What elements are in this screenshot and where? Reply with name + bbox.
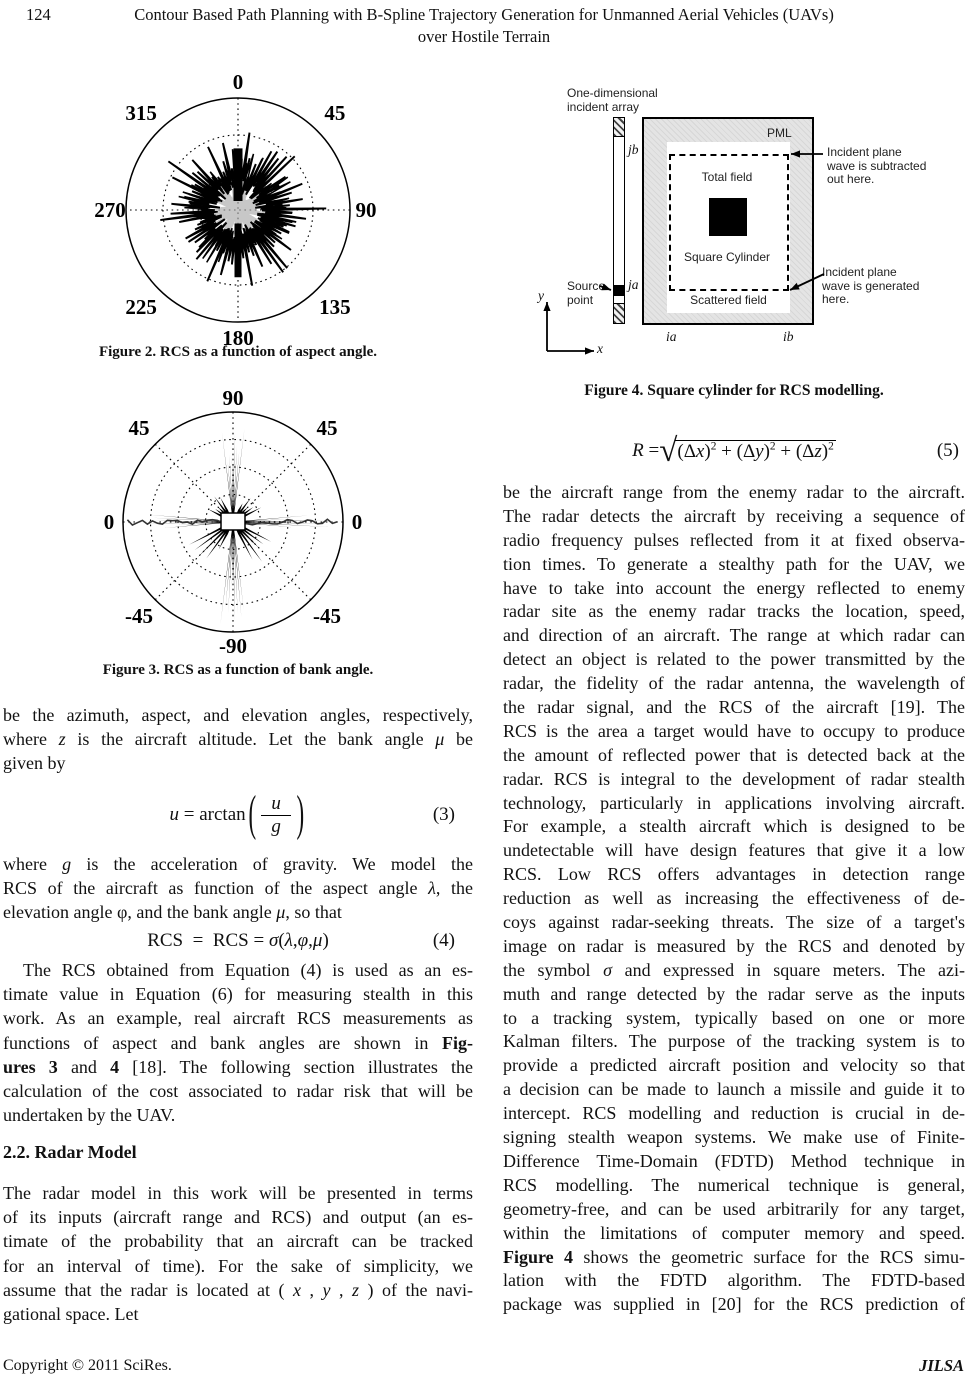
hatch-cap-top: [614, 118, 624, 137]
equation-5-radicand: (Δx)2 + (Δy)2 + (Δz)2: [675, 439, 836, 462]
ib-label: ib: [783, 329, 794, 344]
ja-label: ja: [628, 277, 639, 292]
source-point-marker: [614, 285, 624, 296]
svg-text:225: 225: [125, 295, 157, 319]
open-paren: (: [248, 786, 256, 842]
copyright-text: Copyright © 2011 SciRes.: [3, 1357, 172, 1374]
body-paragraph: The radar model in this work will be pre…: [3, 1183, 473, 1324]
figure3-caption: Figure 3. RCS as a function of bank angl…: [102, 662, 374, 678]
equation-3: u = arctan ( u g ) (3): [3, 778, 473, 852]
left-column: 0 45 90 135 180 225 270 315 Figure 2. RCS as a …: [3, 0, 473, 1386]
square-cylinder-label: Square Cylinder: [683, 250, 771, 264]
svg-text:90: 90: [356, 198, 377, 222]
figure2-caption: Figure 2. RCS as a function of aspect an…: [98, 344, 378, 360]
ia-label: ia: [666, 329, 677, 344]
hatch-cap-bottom: [614, 303, 624, 323]
svg-text:315: 315: [125, 101, 157, 125]
equation-4-body: RCS = RCS = σ(λ,φ,μ): [147, 930, 329, 951]
source-point-label: Source point: [567, 279, 606, 307]
right-column: One-dimensional incident array PML Total…: [503, 0, 965, 1386]
incident-array-label: One-dimensional incident array: [567, 86, 658, 114]
journal-abbreviation: JILSA: [919, 1356, 964, 1375]
svg-text:180: 180: [222, 326, 254, 350]
equation-5-number: (5): [936, 440, 959, 461]
page-number: 124: [26, 5, 51, 24]
total-field-label: Total field: [701, 170, 753, 184]
close-paren: ): [296, 786, 304, 842]
fraction: u g: [261, 793, 291, 838]
body-paragraph: The RCS obtained from Equation (4) is us…: [3, 960, 473, 1126]
x-axis-label: x: [597, 341, 603, 356]
svg-text:45: 45: [324, 101, 345, 125]
figure4-arrows: [543, 150, 825, 355]
svg-text:0: 0: [352, 510, 363, 534]
svg-text:-45: -45: [313, 604, 341, 628]
figure2-polar-plot-rcs-aspect-angle: 0 45 90 135 180 225 270 315: [94, 70, 377, 350]
equation-3-lhs: u = arctan: [169, 804, 246, 825]
equation-4: RCS = RCS = σ(λ,φ,μ) (4): [3, 926, 473, 956]
equation-5: R = √ (Δx)2 + (Δy)2 + (Δz)2 (5): [632, 433, 959, 469]
svg-text:270: 270: [94, 198, 126, 222]
equation-4-number: (4): [432, 930, 455, 951]
paper-title-line1: Contour Based Path Planning with B-Splin…: [134, 5, 834, 24]
svg-text:0: 0: [233, 70, 244, 94]
body-paragraph: be the azimuth, aspect, and elevation an…: [3, 705, 473, 774]
equation-3-number: (3): [432, 804, 455, 825]
figure4-caption: Figure 4. Square cylinder for RCS modell…: [584, 382, 884, 399]
scattered-field-label: Scattered field: [690, 293, 767, 307]
y-axis-label: y: [538, 288, 544, 303]
svg-text:0: 0: [104, 510, 115, 534]
body-paragraph: be the aircraft range from the enemy rad…: [503, 482, 965, 1315]
body-paragraph: where g is the acceleration of gravity. …: [3, 854, 473, 923]
figure4-fdtd-diagram: One-dimensional incident array PML Total…: [503, 85, 965, 377]
incident-array-strip: [613, 117, 625, 324]
jb-label: jb: [628, 142, 639, 157]
svg-text:135: 135: [319, 295, 351, 319]
square-cylinder-shape: [709, 198, 747, 236]
svg-text:-45: -45: [125, 604, 153, 628]
svg-text:45: 45: [128, 416, 149, 440]
paper-title-line2: over Hostile Terrain: [417, 27, 551, 46]
svg-text:90: 90: [223, 386, 244, 410]
section-heading-radar-model: 2.2. Radar Model: [3, 1142, 137, 1162]
svg-text:45: 45: [317, 416, 338, 440]
svg-text:-90: -90: [219, 634, 247, 658]
equation-5-lhs: R =: [632, 440, 660, 461]
figure3-polar-plot-rcs-bank-angle: 90 45 45 0 0 -45 -45 -90: [104, 386, 363, 658]
pml-label: PML: [767, 126, 792, 140]
